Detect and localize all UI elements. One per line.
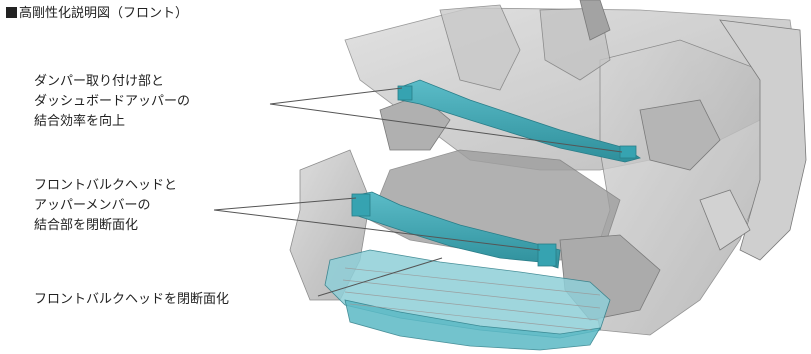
- bulkhead-joint-right: [538, 244, 556, 266]
- callout-bulkhead-closed-section: フロントバルクヘッドを閉断面化: [34, 290, 229, 310]
- damper-mount-joint-right: [620, 146, 636, 158]
- callout-line: フロントバルクヘッドと: [34, 176, 177, 196]
- callout-damper-dashboard: ダンパー取り付け部と ダッシュボードアッパーの 結合効率を向上: [34, 72, 190, 132]
- callout-line: ダッシュボードアッパーの: [34, 92, 190, 112]
- callout-line: フロントバルクヘッドを閉断面化: [34, 290, 229, 310]
- callout-line: 結合効率を向上: [34, 112, 190, 132]
- callout-line: アッパーメンバーの: [34, 196, 177, 216]
- bulkhead-joint-left: [352, 194, 370, 216]
- callout-line: 結合部を閉断面化: [34, 216, 177, 236]
- callout-bulkhead-upper-member: フロントバルクヘッドと アッパーメンバーの 結合部を閉断面化: [34, 176, 177, 236]
- callout-line: ダンパー取り付け部と: [34, 72, 190, 92]
